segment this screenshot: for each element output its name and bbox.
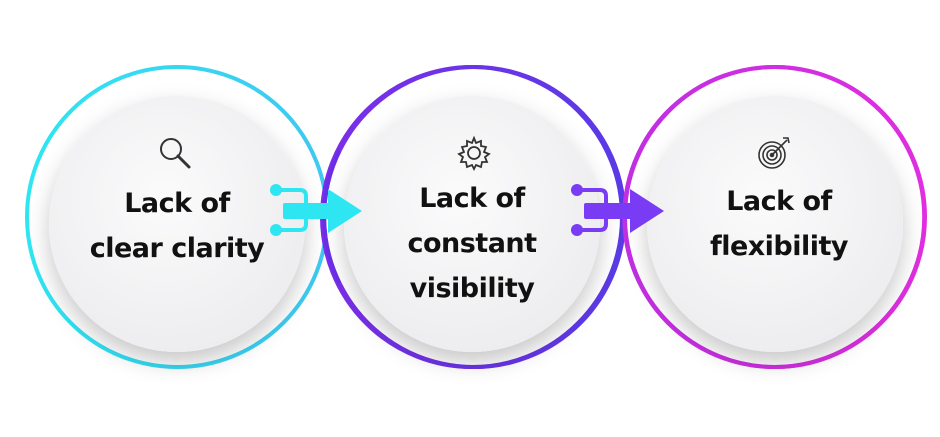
connector-2-dot-bottom (571, 224, 583, 236)
disc-step-2 (344, 96, 600, 352)
connector-1-arrow-shaft (283, 203, 333, 219)
step-1-line-2: clear clarity (89, 233, 265, 264)
connector-1-dot-top (270, 184, 282, 196)
connector-2 (571, 184, 664, 236)
step-2-line-1: Lack of (419, 183, 525, 214)
step-3-line-1: Lack of (726, 186, 832, 217)
ring-step-3-arc (638, 65, 927, 369)
step-3-label: Lack of flexibility (659, 179, 899, 269)
connector-1-arrow-head (328, 189, 362, 233)
connector-1 (270, 184, 362, 236)
step-1-label: Lack of clear clarity (57, 181, 297, 271)
step-2-line-2: constant (407, 228, 537, 259)
disc-step-3 (647, 96, 903, 352)
step-2-line-3: visibility (409, 273, 535, 304)
step-2-label: Lack of constant visibility (352, 176, 592, 311)
step-3-line-2: flexibility (709, 231, 849, 262)
connector-2-dot-top (571, 184, 583, 196)
inner-discs (49, 96, 903, 352)
connector-1-dot-bottom (270, 224, 282, 236)
connector-2-arrow-head (630, 189, 664, 233)
disc-step-1 (49, 96, 305, 352)
gear-icon (457, 135, 491, 172)
magnifier-icon (160, 138, 191, 169)
step-1-line-1: Lack of (124, 188, 230, 219)
target-icon (758, 137, 790, 169)
connector-2-arrow-shaft (584, 203, 634, 219)
